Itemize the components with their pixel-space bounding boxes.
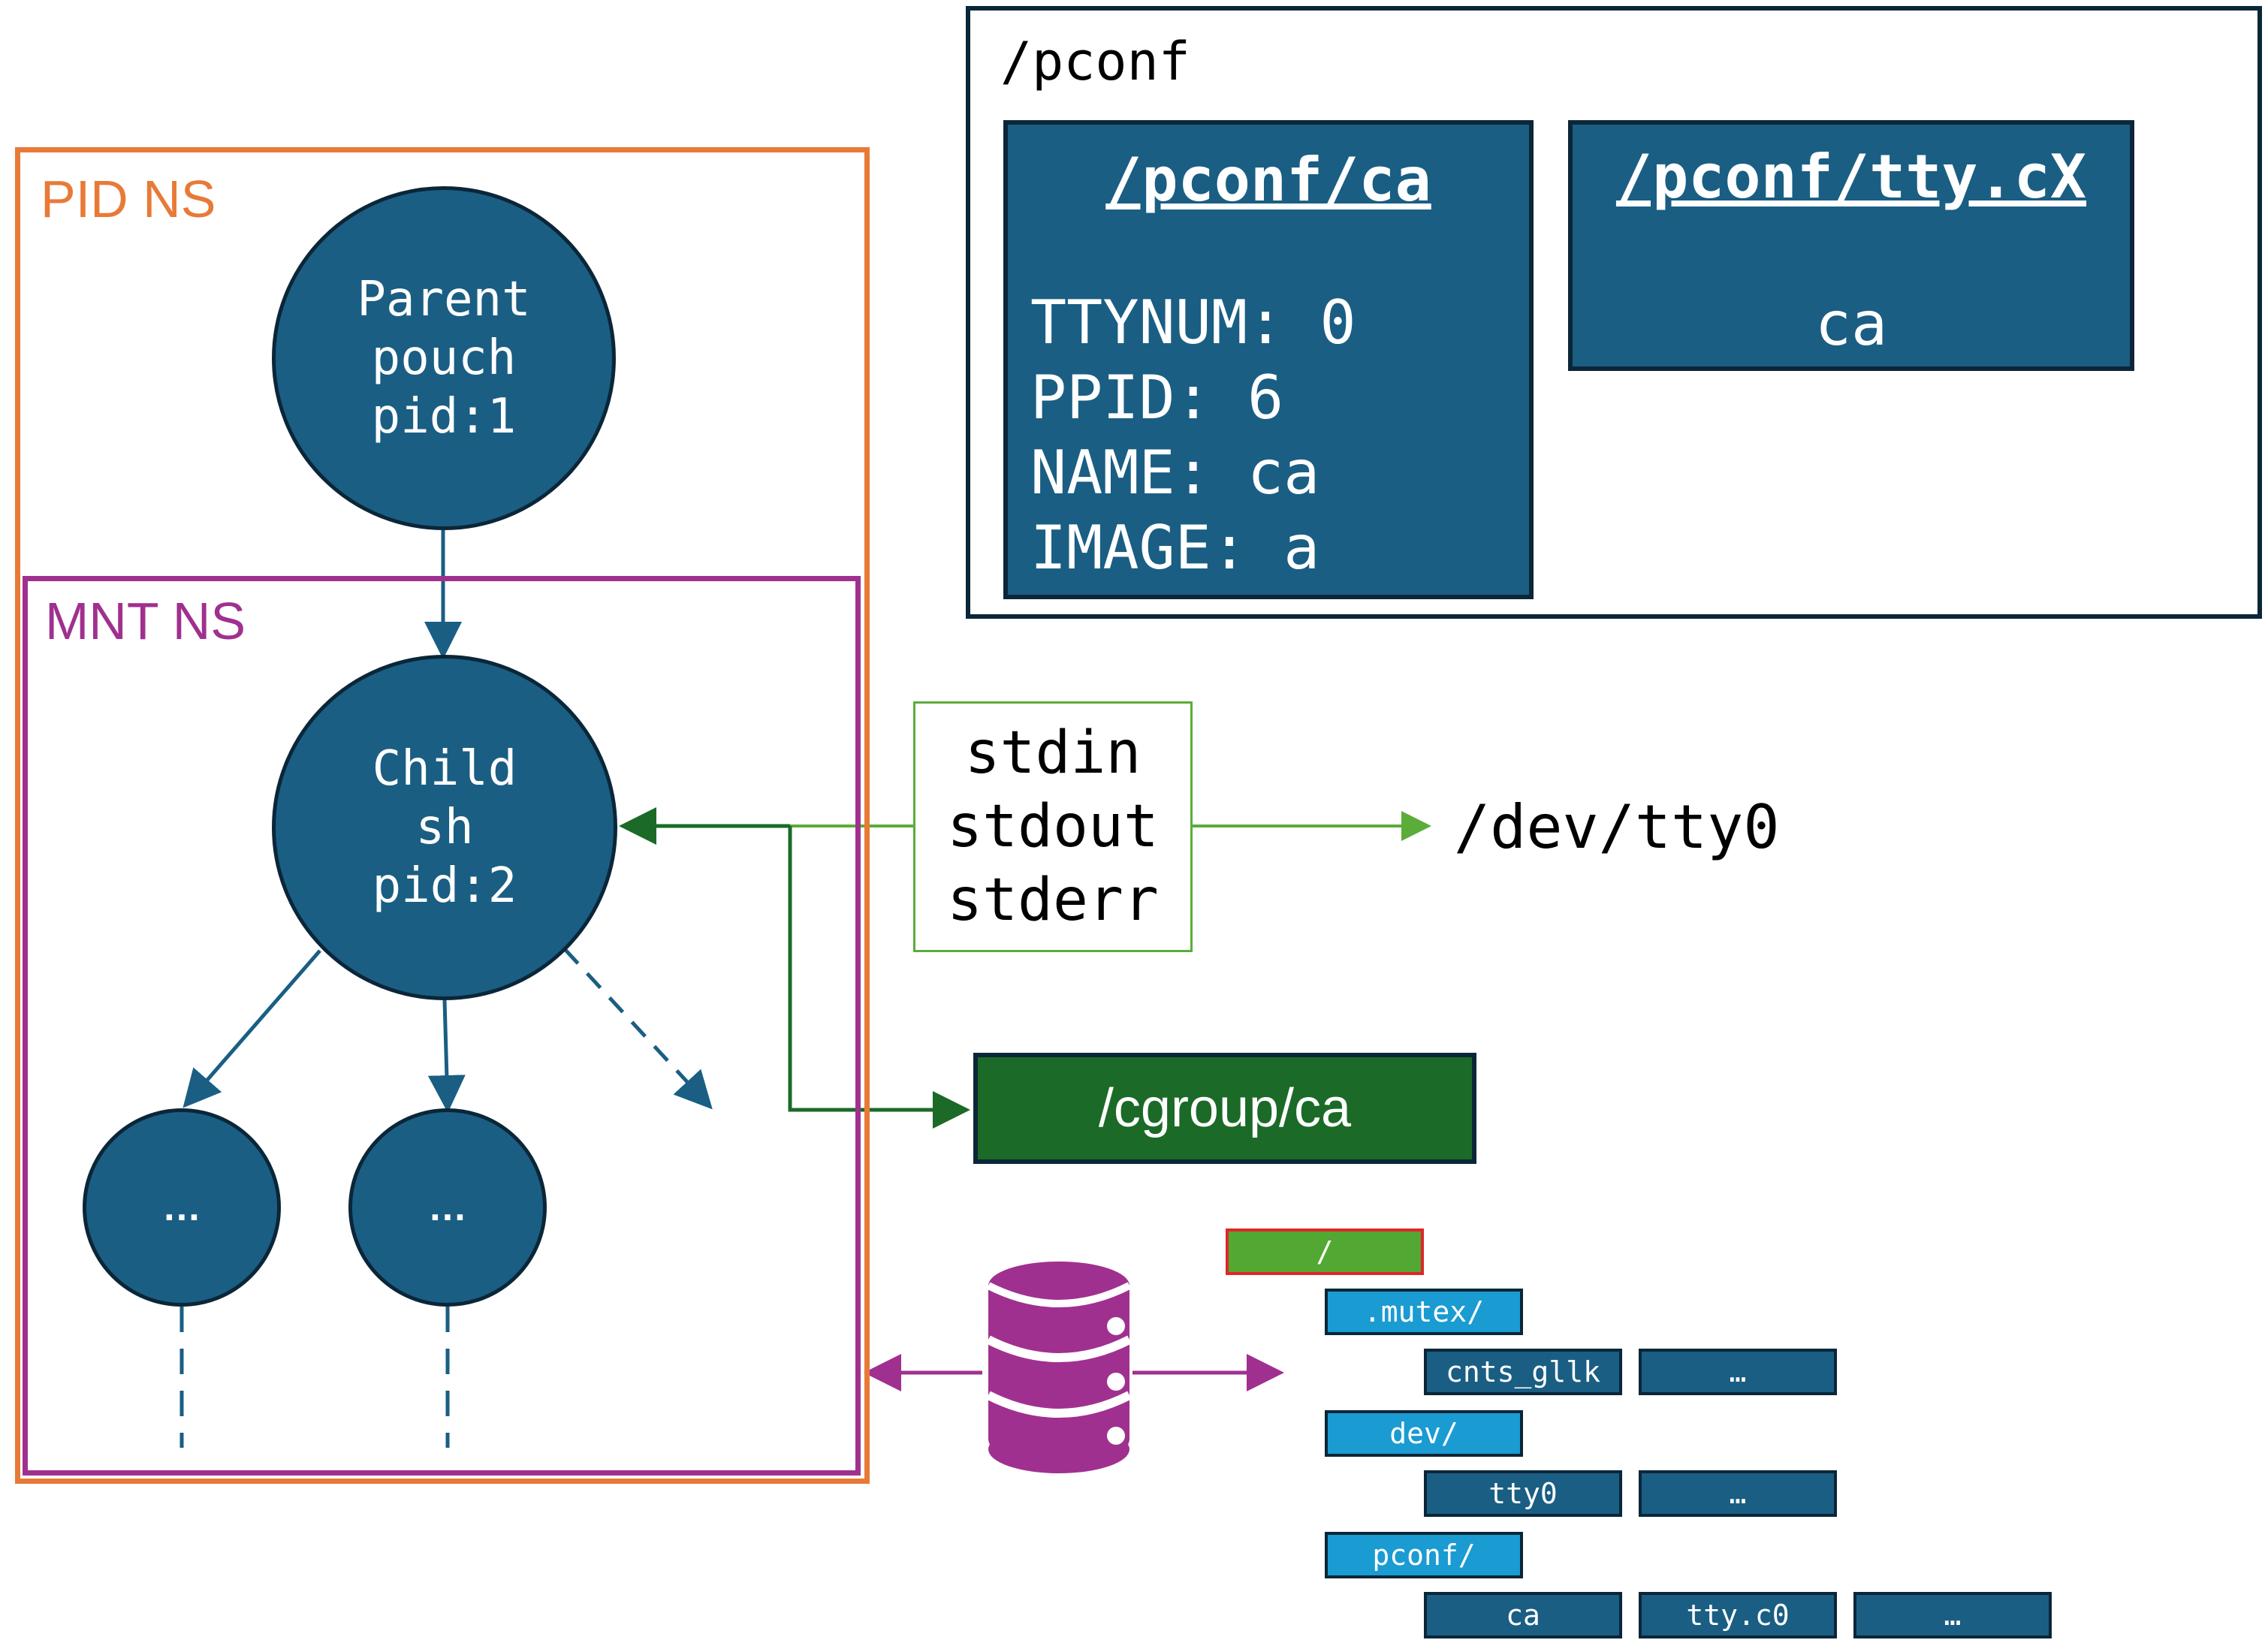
- fs-file-more[interactable]: …: [1639, 1349, 1837, 1395]
- edge-child-to-cgroup: [788, 826, 970, 1129]
- child-process-node[interactable]: Child sh pid:2: [272, 655, 617, 1000]
- child-node-line: sh: [415, 800, 474, 855]
- grandchild-node-mid[interactable]: …: [348, 1108, 547, 1307]
- parent-node-line: Parent: [357, 272, 531, 327]
- fs-dir-dev[interactable]: dev/: [1325, 1410, 1523, 1457]
- pconf-tty-value: ca: [1814, 289, 1888, 359]
- fs-file-cnts-gllk[interactable]: cnts_gllk: [1424, 1349, 1622, 1395]
- child-node-line: Child: [372, 741, 517, 797]
- stdio-stream: stderr: [947, 867, 1159, 934]
- fs-root[interactable]: /: [1226, 1228, 1424, 1275]
- fs-file-ca[interactable]: ca: [1424, 1592, 1622, 1638]
- pconf-ca-field: PPID: 6: [1030, 363, 1284, 433]
- fs-dir-mutex[interactable]: .mutex/: [1325, 1289, 1523, 1335]
- edge-child-left: [182, 949, 321, 1108]
- mnt-namespace-box: [23, 576, 861, 1476]
- pconf-ca-fields: TTYNUM: 0 PPID: 6 NAME: ca IMAGE: a: [1030, 285, 1356, 586]
- fs-file-tty0[interactable]: tty0: [1424, 1470, 1622, 1517]
- parent-process-node[interactable]: Parent pouch pid:1: [272, 186, 616, 530]
- pconf-title: /pconf: [1000, 31, 1190, 92]
- fs-dir-pconf[interactable]: pconf/: [1325, 1532, 1523, 1578]
- pconf-ca-field: IMAGE: a: [1030, 513, 1320, 583]
- pconf-tty-card[interactable]: /pconf/tty.cX ca: [1568, 120, 2134, 371]
- database-icon: [986, 1262, 1132, 1473]
- stdio-stream: stdin: [964, 719, 1142, 787]
- pconf-ca-title: /pconf/ca: [1105, 145, 1431, 215]
- fs-file-more[interactable]: …: [1639, 1470, 1837, 1517]
- fs-file-tty-c0[interactable]: tty.c0: [1639, 1592, 1837, 1638]
- grandchild-mid-label: …: [428, 1186, 467, 1229]
- pid-namespace-box: [15, 147, 870, 1484]
- grandchild-node-left[interactable]: …: [83, 1108, 281, 1307]
- pconf-ca-field: TTYNUM: 0: [1030, 288, 1356, 357]
- edge-child-more: [563, 948, 713, 1110]
- grandchild-left-label: …: [162, 1186, 201, 1229]
- edge-child-mid: [427, 999, 466, 1113]
- pid-ns-label: PID NS: [41, 170, 216, 228]
- fs-file-more[interactable]: …: [1853, 1592, 2052, 1638]
- parent-node-line: pouch: [371, 330, 517, 386]
- mnt-ns-label: MNT NS: [45, 592, 246, 650]
- pconf-panel: [966, 6, 2262, 619]
- tty-device-label: /dev/tty0: [1454, 792, 1780, 862]
- stdio-box[interactable]: stdin stdout stderr: [913, 701, 1193, 952]
- child-node-line: pid:2: [372, 858, 517, 914]
- pconf-ca-card[interactable]: /pconf/ca TTYNUM: 0 PPID: 6 NAME: ca IMA…: [1003, 120, 1534, 599]
- stdio-stream: stdout: [947, 793, 1159, 861]
- pconf-tty-title: /pconf/tty.cX: [1615, 142, 2087, 212]
- cgroup-box[interactable]: /cgroup/ca: [973, 1053, 1476, 1164]
- parent-node-line: pid:1: [371, 389, 517, 445]
- pconf-ca-field: NAME: ca: [1030, 438, 1320, 508]
